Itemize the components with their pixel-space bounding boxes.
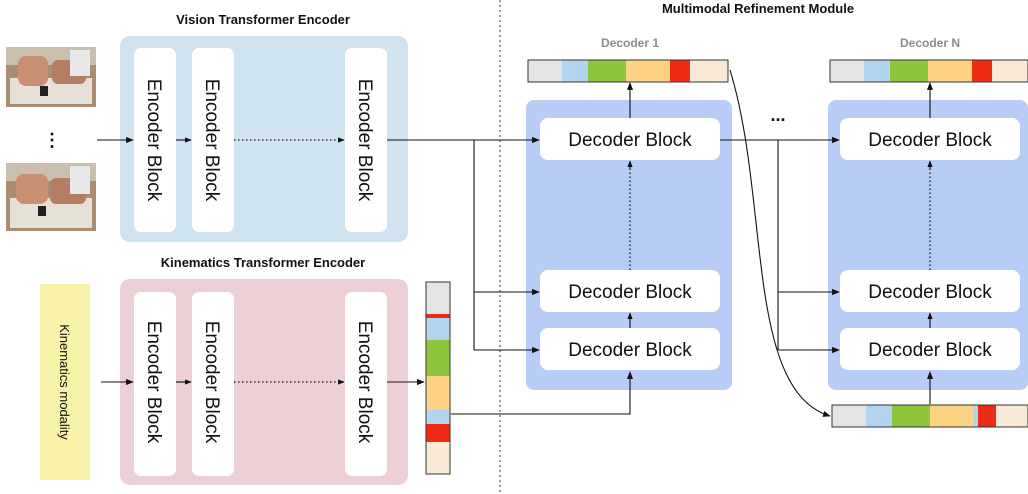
decoder-1-block-top	[540, 118, 720, 160]
decoder-n-block-bottom	[840, 328, 1020, 370]
vision-encoder-block-1-label: Encoder Block	[143, 79, 164, 202]
decoder-n-output-segment-green	[890, 60, 928, 82]
decoder-1-output-segment-red	[670, 60, 690, 82]
final-output-segment-green	[892, 405, 930, 427]
decoder-1-title: Decoder 1	[601, 36, 659, 50]
decoder-n-block-mid-label: Decoder Block	[868, 282, 992, 303]
decoder-1-block-top-label: Decoder Block	[568, 130, 692, 151]
decoders-ellipsis: ...	[770, 105, 785, 125]
kinematics-feature-outline	[425, 281, 451, 475]
kinematics-encoder-block-1	[134, 292, 176, 476]
decoder-n-output-segment-red	[972, 60, 992, 82]
vision-encoder-title: Vision Transformer Encoder	[176, 12, 350, 27]
decoder-n-output-segment-blue	[864, 60, 890, 82]
decoder-1-output-segment-blue	[562, 60, 588, 82]
frames-ellipsis: ⋮	[43, 130, 61, 150]
vision-encoder-block-n	[345, 48, 387, 232]
kinematics-feature-segment-blue	[426, 318, 450, 340]
decoder-n-block-mid	[840, 270, 1020, 312]
video-frame-bottom	[6, 163, 96, 231]
final-output-sequence	[831, 404, 1028, 428]
kinematics-feature-segment-green	[426, 340, 450, 376]
vision-encoder-block-2	[192, 48, 234, 232]
decoder-1-block-bottom	[540, 328, 720, 370]
decoder-n-block-top-label: Decoder Block	[868, 130, 992, 151]
kinematics-encoder-block-2-label: Encoder Block	[201, 321, 222, 444]
decoder-1-block-mid	[540, 270, 720, 312]
decoder-1-output-segment-green	[588, 60, 626, 82]
decoder-1-output-segment-gray	[528, 60, 562, 82]
vision-encoder-block-2-label: Encoder Block	[201, 79, 222, 202]
decoder-1-output-segment-cream	[690, 60, 728, 82]
decoder-n-output-segment-orange	[928, 60, 972, 82]
decoder-1-block-bottom-label: Decoder Block	[568, 340, 692, 361]
decoder-1-to-final-sequence-curve	[729, 69, 831, 417]
kinematics-to-decoder-1-arrow	[451, 371, 634, 415]
final-output-segment-blue	[974, 405, 978, 427]
kinematics-feature-segment-red	[426, 424, 450, 442]
decoder-1-panel	[526, 100, 732, 390]
kinematics-encoder-block-1-label: Encoder Block	[143, 321, 164, 444]
decoder-n-block-top	[840, 118, 1020, 160]
refinement-module-title: Multimodal Refinement Module	[662, 1, 854, 16]
decoder-n-output-outline	[829, 59, 1028, 83]
kinematics-encoder-block-n-label: Encoder Block	[354, 321, 375, 444]
vision-encoder-block-n-label: Encoder Block	[354, 79, 375, 202]
kinematics-modality-label: Kinematics modality	[57, 324, 72, 440]
final-output-segment-cream	[996, 405, 1028, 427]
kinematics-feature-segment-blue	[426, 410, 450, 424]
kinematics-modality-box	[40, 284, 90, 480]
decoder-n-title: Decoder N	[900, 36, 960, 50]
decoder-n-block-bottom-label: Decoder Block	[868, 340, 992, 361]
final-output-segment-orange	[930, 405, 974, 427]
decoder-1-output-outline	[527, 59, 729, 83]
kinematics-feature-segment-red	[426, 314, 450, 318]
kinematics-feature-segment-cream	[426, 442, 450, 474]
kinematics-encoder-block-2	[192, 292, 234, 476]
decoder-n-panel	[828, 100, 1028, 390]
decoder-1-output-sequence	[527, 59, 729, 83]
video-frame-top	[6, 47, 96, 107]
final-output-segment-red	[978, 405, 996, 427]
vision-encoder-block-1	[134, 48, 176, 232]
decoder-n-output-sequence	[829, 59, 1028, 83]
decoder-n-output-segment-gray	[830, 60, 864, 82]
final-output-segment-blue	[866, 405, 892, 427]
kinematics-feature-column	[425, 281, 451, 475]
kinematics-feature-segment-orange	[426, 376, 450, 410]
decoder-1-block-mid-label: Decoder Block	[568, 282, 692, 303]
kinematics-feature-segment-gray	[426, 282, 450, 314]
decoder-n-output-segment-cream	[992, 60, 1028, 82]
kinematics-encoder-block-n	[345, 292, 387, 476]
final-output-segment-gray	[832, 405, 866, 427]
decoder-1-output-segment-orange	[626, 60, 670, 82]
final-output-outline	[831, 404, 1028, 428]
kinematics-encoder-title: Kinematics Transformer Encoder	[161, 255, 365, 270]
